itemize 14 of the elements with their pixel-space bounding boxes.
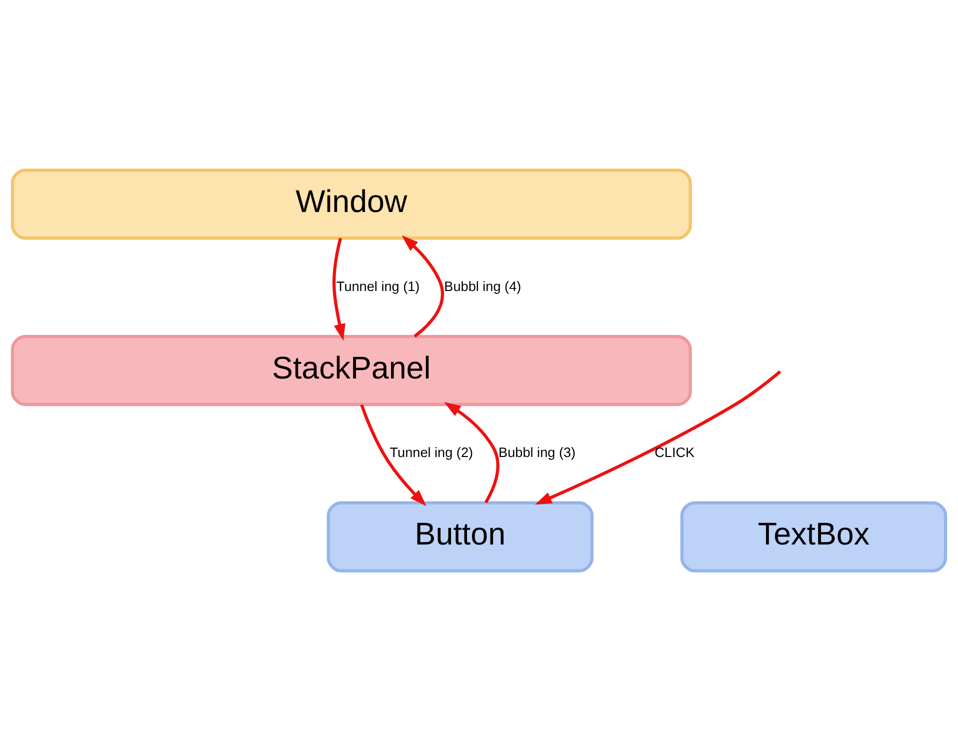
arrow [360, 404, 426, 506]
edge-label: Tunnel ing (1) [336, 278, 420, 294]
arrow [332, 237, 346, 340]
edge-label: Bubbl ing (3) [498, 444, 576, 460]
node-box: Button [326, 500, 594, 572]
node-box: TextBox [680, 500, 948, 572]
arrow [402, 234, 444, 338]
node-box: Window [10, 168, 692, 240]
edge-label: Tunnel ing (2) [390, 444, 474, 460]
node-box: StackPanel [10, 334, 692, 406]
edge-label: CLICK [654, 444, 695, 460]
arrow [444, 401, 500, 503]
edge-label: Bubbl ing (4) [444, 278, 522, 294]
arrow [534, 370, 782, 504]
